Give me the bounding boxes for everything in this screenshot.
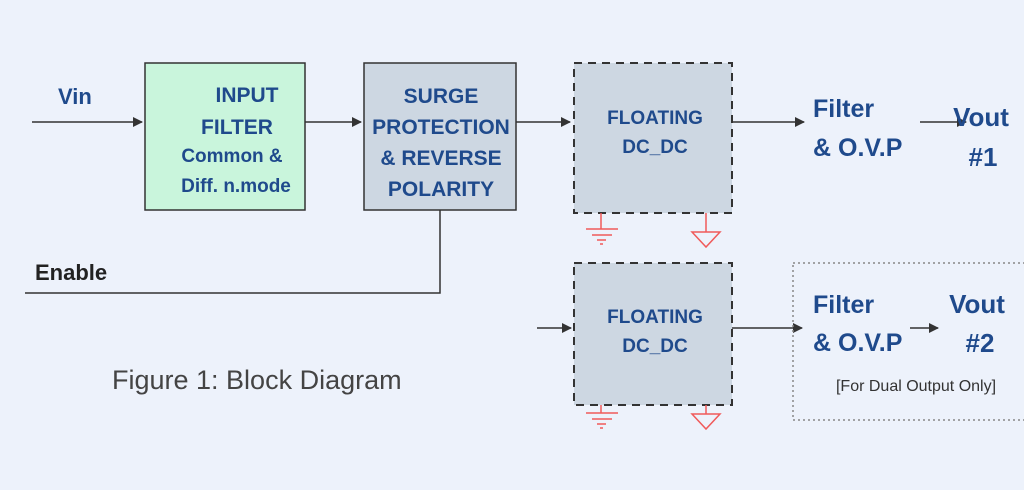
vout-2: #2: [966, 328, 995, 358]
dcdc-line: DC_DC: [622, 137, 688, 158]
enable-label: Enable: [35, 260, 107, 285]
figure-caption: Figure 1: Block Diagram: [112, 365, 402, 395]
filter-ovp-2: Filter: [813, 291, 874, 319]
dcdc-line: FLOATING: [607, 307, 703, 328]
surge-line: SURGE: [404, 85, 479, 108]
input-filter-line: Diff. n.mode: [181, 176, 291, 197]
dual-output-region: [792, 262, 1024, 421]
vout-2: Vout: [949, 289, 1005, 319]
input-filter-block: INPUT FILTER Common & Diff. n.mode: [144, 62, 306, 211]
surge-line: PROTECTION: [372, 116, 510, 139]
filter-ovp-1: Filter: [813, 95, 874, 123]
surge-protection-block: SURGE PROTECTION & REVERSE POLARITY: [363, 62, 517, 211]
input-filter-line: Common &: [181, 146, 283, 167]
surge-line: & REVERSE: [380, 147, 501, 170]
dcdc-line: DC_DC: [622, 336, 688, 357]
chassis-ground-icon: [690, 405, 722, 431]
vin-label: Vin: [58, 84, 92, 109]
input-filter-line: INPUT: [216, 84, 279, 107]
ground-icon: [586, 405, 618, 429]
filter-ovp-1: & O.V.P: [813, 134, 902, 162]
enable-line: [25, 210, 441, 294]
vout-1: #1: [969, 142, 998, 172]
dcdc-line: FLOATING: [607, 108, 703, 129]
chassis-ground-icon: [690, 213, 722, 249]
floating-dcdc-block-1: FLOATING DC_DC: [573, 62, 733, 214]
filter-ovp-2: & O.V.P: [813, 329, 902, 357]
dual-output-note: [For Dual Output Only]: [836, 378, 996, 395]
floating-dcdc-block-2: FLOATING DC_DC: [573, 262, 733, 406]
surge-line: POLARITY: [388, 178, 494, 201]
vout-1: Vout: [953, 102, 1009, 132]
input-filter-line: FILTER: [201, 116, 273, 139]
ground-icon: [586, 213, 618, 245]
